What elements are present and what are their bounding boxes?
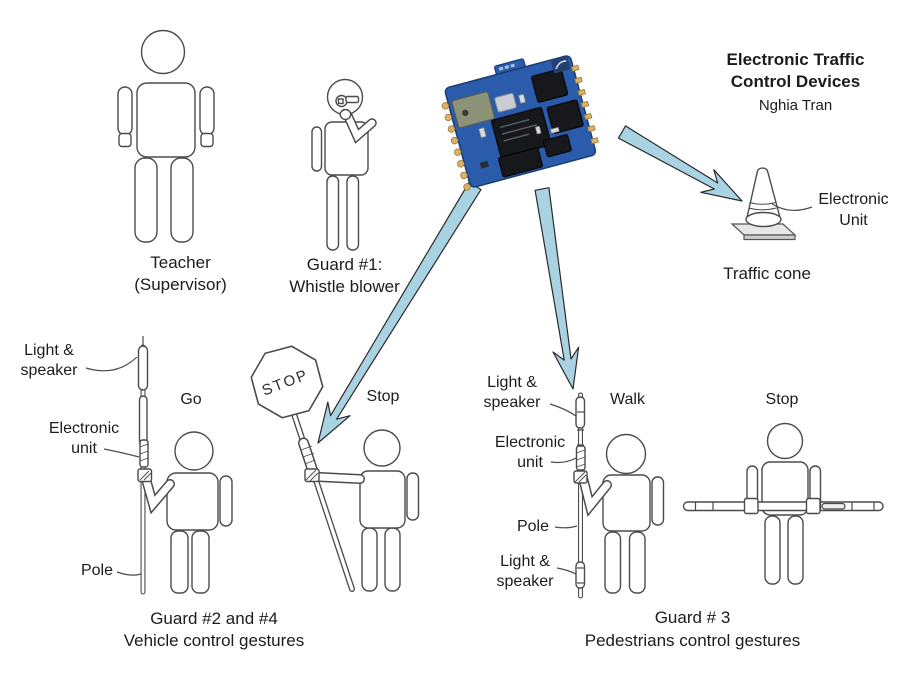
electronic-unit bbox=[821, 502, 846, 510]
title-line2: Control Devices bbox=[730, 72, 861, 91]
vehicle-group-caption: Guard #2 and #4 Vehicle control gestures bbox=[123, 609, 305, 650]
pole-label-2: Pole bbox=[516, 518, 550, 535]
label-leader-lines bbox=[85, 356, 578, 576]
light-speaker-label-top: Light & speaker bbox=[483, 374, 541, 411]
pcb-module-illustration bbox=[441, 55, 599, 191]
guard2-stop-figure: STOP bbox=[250, 345, 420, 592]
guard1-whistle-figure bbox=[311, 78, 377, 251]
stop-label-pedestrian: Stop bbox=[765, 391, 799, 408]
guard2-go-figure bbox=[137, 336, 233, 595]
walk-label: Walk bbox=[610, 391, 645, 408]
title-line1: Electronic Traffic bbox=[726, 50, 865, 69]
traffic-cone-figure bbox=[730, 167, 813, 241]
guard3-walk-figure bbox=[573, 392, 665, 599]
arrow-pcb-to-traffic-cone-icon bbox=[617, 125, 743, 202]
teacher-figure bbox=[117, 29, 215, 243]
pedestrian-group-caption: Guard # 3 Pedestrians control gestures bbox=[584, 608, 801, 650]
guard3-stop-figure bbox=[682, 422, 884, 585]
light-speaker-label-bottom: Light & speaker bbox=[496, 553, 554, 590]
teacher-caption: Teacher (Supervisor) bbox=[134, 253, 227, 294]
light-speaker-unit bbox=[137, 345, 149, 391]
cone-unit-leader-line bbox=[771, 203, 813, 211]
stop-sign-octagon bbox=[250, 345, 324, 419]
traffic-cone-caption: Traffic cone bbox=[723, 264, 811, 283]
pcb-sensor-green bbox=[451, 91, 495, 129]
light-speaker-label-1: Light & speaker bbox=[20, 342, 78, 379]
author-name: Nghia Tran bbox=[758, 97, 833, 114]
go-label: Go bbox=[180, 391, 202, 408]
title-block: Electronic Traffic Control Devices Nghia… bbox=[688, 49, 900, 116]
arrow-pcb-to-pedestrian-pole-icon bbox=[534, 187, 580, 390]
arrow-pcb-to-stop-sign-pole-icon bbox=[317, 181, 482, 444]
electronic-unit-label-1: Electronic unit bbox=[48, 420, 120, 457]
pole-label-1: Pole bbox=[80, 562, 114, 579]
guard1-caption: Guard #1: Whistle blower bbox=[289, 255, 400, 296]
electronic-unit-label-2: Electronic unit bbox=[494, 434, 566, 471]
cone-electronic-unit-label: Electronic Unit bbox=[818, 191, 889, 229]
pcb-pins bbox=[441, 64, 599, 191]
stop-label-vehicle: Stop bbox=[366, 388, 400, 405]
light-speaker-unit bbox=[575, 561, 586, 589]
